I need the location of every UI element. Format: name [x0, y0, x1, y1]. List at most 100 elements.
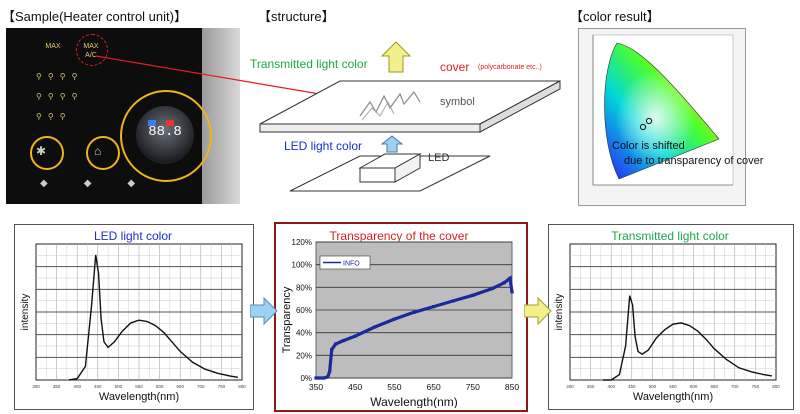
transmitted-x-tick-label: 700	[731, 384, 739, 389]
transmitted-x-tick-label: 350	[587, 384, 595, 389]
transparency-y-tick-label: 20%	[296, 351, 312, 360]
icon-row-1: ⚲⚲⚲⚲	[36, 72, 84, 81]
led-x-tick-label: 750	[218, 384, 226, 389]
led-x-tick-label: 550	[135, 384, 143, 389]
highlight-circle	[76, 34, 108, 66]
transmitted-x-tick-label: 450	[628, 384, 636, 389]
transmitted-x-axis-label: Wavelength(nm)	[633, 391, 713, 403]
transparency-data-point	[353, 334, 357, 338]
transparency-y-axis-label: Transparency	[281, 286, 293, 353]
transparency-y-tick-label: 100%	[292, 261, 312, 270]
transparency-title: Transparency of the cover	[329, 229, 469, 243]
transmitted-x-tick-label: 500	[649, 384, 657, 389]
led-x-tick-label: 800	[238, 384, 246, 389]
temperature-dial	[136, 106, 194, 164]
bottom-icons: ◆◆◆	[40, 178, 172, 189]
cover-note: (polycarbonate etc..)	[478, 64, 542, 71]
led-block-front	[359, 167, 396, 183]
transparency-data-point	[334, 342, 338, 346]
yellow-flow-arrow	[524, 296, 552, 326]
transparency-y-tick-label: 60%	[296, 306, 312, 315]
transmitted-light-arrow	[380, 41, 412, 73]
yellow-arrow-shape	[524, 296, 552, 326]
transparency-legend-box	[319, 255, 371, 270]
transparency-data-point	[490, 286, 494, 291]
transparency-data-point	[471, 293, 475, 297]
led-x-tick-label: 500	[115, 384, 123, 389]
transmitted-light-label: Transmitted light color	[250, 57, 368, 71]
chromaticity-diagram	[592, 34, 734, 186]
transmitted-y-axis-label: intensity	[554, 294, 565, 331]
transparency-data-point	[508, 276, 512, 280]
dial-display: 88.8	[148, 124, 182, 140]
transmitted-x-tick-label: 800	[772, 384, 780, 389]
cover-plate-side	[479, 80, 561, 133]
cover-plate-edge	[259, 123, 481, 133]
led-x-tick-label: 650	[176, 384, 184, 389]
color-result-title: 【color result】	[570, 9, 660, 24]
transparency-y-tick-label: 40%	[296, 329, 312, 338]
transmitted-spectrum-title: Transmitted light color	[611, 229, 729, 243]
led-x-tick-label: 600	[156, 384, 164, 389]
pointer-arrow	[95, 55, 356, 101]
led-x-tick-label: 450	[94, 384, 102, 389]
transmitted-x-tick-label: 400	[607, 384, 615, 389]
transmitted-x-tick-label: 300	[566, 384, 574, 389]
led-spectrum-line	[68, 254, 239, 381]
led-y-axis-label: intensity	[20, 294, 31, 331]
photo-background-wall	[202, 28, 240, 204]
transparency-x-tick-label: 850	[505, 382, 519, 392]
transparency-data-point	[412, 310, 416, 314]
fan-icon: ✱	[36, 144, 47, 158]
transmitted-color-point	[645, 117, 653, 125]
transparency-data-point	[326, 375, 330, 379]
heater-control-photo: MAX MAX A/C ⚲⚲⚲⚲ ⚲⚲⚲⚲ ⚲⚲⚲ 88.8 ✱ ⌂ ◆◆◆	[6, 28, 240, 204]
transparency-data-point	[314, 376, 318, 380]
structure-diagram	[259, 41, 561, 192]
transparency-x-tick-label: 750	[466, 382, 480, 392]
transparency-data-point	[330, 348, 334, 352]
transparency-x-tick-label: 650	[427, 382, 441, 392]
transparency-legend-label: INFO	[343, 261, 360, 268]
transparency-y-tick-label: 120%	[292, 238, 312, 247]
symbol-mark-2	[361, 100, 395, 121]
transparency-x-axis-label: Wavelength(nm)	[370, 395, 458, 408]
sample-title: 【Sample(Heater control unit)】	[2, 9, 187, 24]
cover-label: cover	[440, 60, 470, 74]
led-x-tick-label: 300	[32, 384, 40, 389]
led-x-tick-label: 400	[73, 384, 81, 389]
transparency-data-point	[432, 305, 436, 309]
transmitted-x-tick-label: 750	[752, 384, 760, 389]
transparency-data-point	[341, 339, 346, 343]
transparency-y-tick-label: 0%	[300, 374, 312, 383]
chromaticity-panel	[578, 28, 746, 206]
transparency-data-point	[502, 281, 506, 285]
left-button-ring	[30, 136, 64, 170]
led-light-arrow	[380, 135, 404, 153]
transparency-data-point	[451, 299, 455, 303]
transmitted-x-tick-label: 600	[690, 384, 698, 389]
transmitted-x-tick-label: 550	[669, 384, 677, 389]
transparency-data-point	[510, 290, 514, 294]
transparency-data-point	[392, 317, 396, 321]
led-light-color-label: LED light color	[284, 139, 363, 153]
white-point-region	[604, 43, 719, 179]
icon-row-3: ⚲⚲⚲	[36, 112, 72, 121]
blue-arrow-shape	[250, 296, 278, 326]
center-button-ring	[86, 136, 120, 170]
seat-icon: ⌂	[94, 144, 102, 158]
dial-red-indicator	[166, 120, 174, 126]
led-color-point	[639, 123, 647, 131]
led-label: LED	[428, 152, 450, 164]
transparency-x-tick-label: 350	[309, 382, 323, 392]
led-x-tick-label: 350	[53, 384, 61, 389]
transmitted-spectrum-line	[603, 295, 773, 381]
led-x-tick-label: 700	[197, 384, 205, 389]
transparency-x-tick-label: 550	[387, 382, 401, 392]
transparency-data-point	[328, 369, 332, 373]
icon-row-2: ⚲⚲⚲⚲	[36, 92, 84, 101]
symbol-label: symbol	[440, 96, 475, 108]
